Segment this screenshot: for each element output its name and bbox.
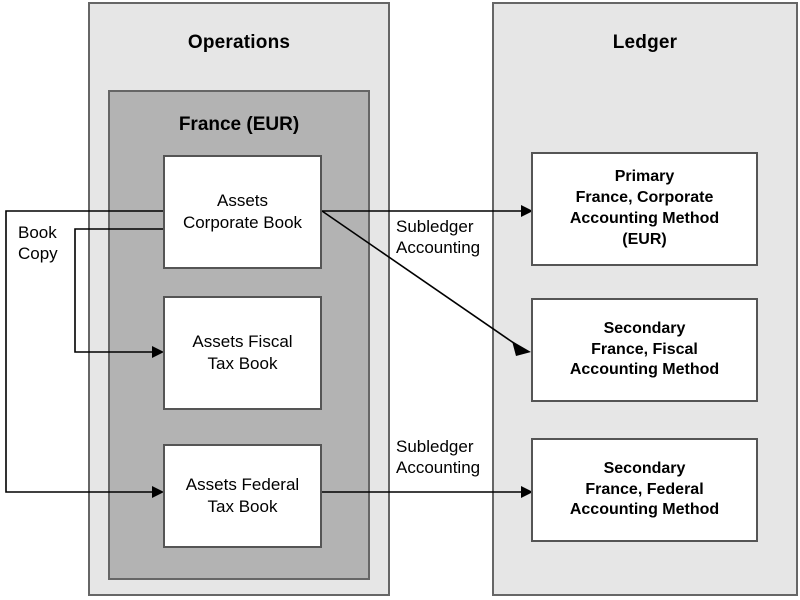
ledger-panel-title: Ledger [612,32,678,53]
france-eur-group-title: France (EUR) [178,114,300,135]
operations-panel-title: Operations [187,32,291,53]
